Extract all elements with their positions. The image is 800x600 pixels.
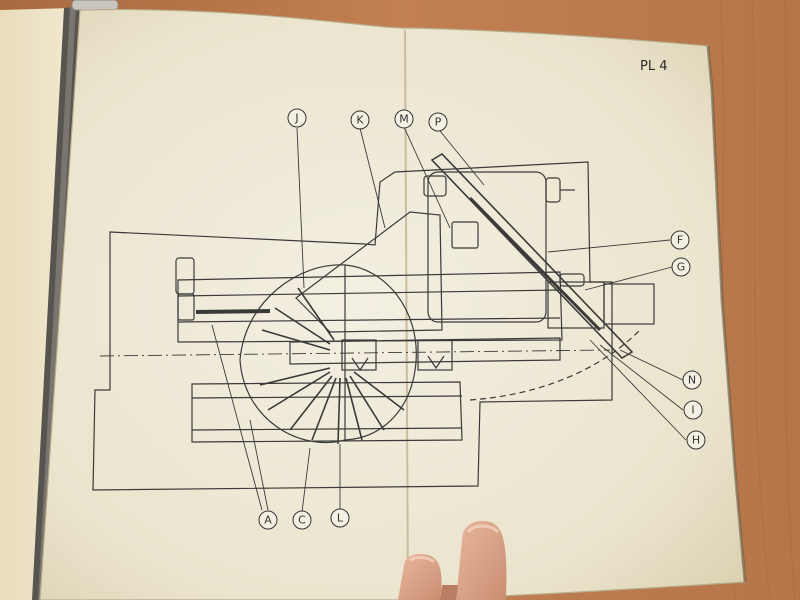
- callout-P: P: [428, 112, 448, 132]
- callout-M: M: [394, 109, 414, 129]
- svg-text:N: N: [688, 374, 696, 387]
- callout-K: K: [350, 110, 370, 130]
- svg-text:P: P: [435, 116, 442, 129]
- svg-text:J: J: [294, 112, 298, 125]
- svg-text:G: G: [677, 261, 686, 274]
- callout-H: H: [686, 430, 706, 450]
- callout-leaders: [211, 126, 687, 513]
- holding-fingers: [398, 520, 507, 600]
- callout-G: G: [671, 257, 691, 277]
- svg-text:H: H: [692, 434, 700, 447]
- svg-text:I: I: [691, 404, 694, 417]
- svg-text:A: A: [264, 514, 272, 527]
- callout-C: C: [292, 510, 312, 530]
- svg-text:C: C: [298, 514, 306, 527]
- svg-text:L: L: [337, 512, 344, 525]
- callout-I: I: [683, 400, 703, 420]
- drawing-sheet: [39, 8, 746, 600]
- callout-J: J: [287, 108, 307, 128]
- binder-ring: [71, 0, 119, 11]
- svg-text:M: M: [399, 113, 409, 126]
- callout-N: N: [682, 370, 702, 390]
- svg-text:K: K: [356, 114, 364, 127]
- callout-F: F: [670, 230, 690, 250]
- svg-text:F: F: [677, 234, 683, 247]
- machine-drawing: [92, 152, 655, 491]
- callout-A: A: [258, 510, 278, 530]
- plate-number: PL 4: [640, 59, 668, 74]
- spine-highlight: [38, 6, 76, 600]
- callout-L: L: [330, 508, 350, 528]
- sheet-edge-shadow: [706, 45, 747, 583]
